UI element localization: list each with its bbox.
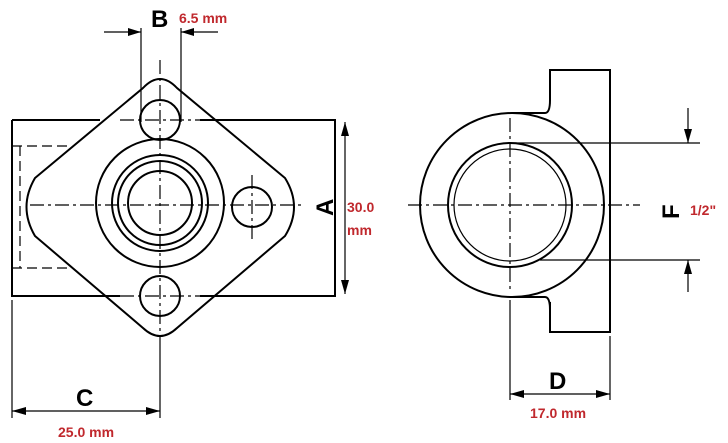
diamond-flange	[25, 78, 295, 337]
front-view: B 6.5 mm A 30.0 mm C 25.0 mm	[11, 6, 374, 440]
label-a: A	[312, 199, 339, 216]
label-c: C	[76, 385, 93, 412]
dim-d-value: 17.0 mm	[530, 405, 586, 421]
dim-b-value: 6.5 mm	[179, 10, 227, 26]
dim-d-arrow-right	[596, 390, 610, 398]
dim-c-arrow-left	[12, 407, 26, 415]
dim-a-value-line2: mm	[347, 222, 372, 238]
dim-c-arrow-right	[146, 407, 160, 415]
dim-a-arrow-bottom	[341, 280, 349, 294]
fillet-top	[512, 99, 551, 114]
dim-c-value: 25.0 mm	[58, 424, 114, 440]
dim-b-arrow-right	[181, 28, 194, 36]
dim-b-arrow-left	[128, 28, 141, 36]
label-d: D	[549, 368, 566, 395]
fillet-bottom	[512, 296, 551, 311]
flange-block	[549, 69, 611, 333]
dim-f-value: 1/2"	[690, 202, 716, 218]
label-b: B	[151, 6, 168, 33]
dim-f-arrow-bottom	[684, 260, 692, 274]
dim-f-arrow-top	[684, 129, 692, 143]
dim-a-arrow-top	[341, 122, 349, 136]
body-outline-left	[11, 119, 336, 297]
side-view: F 1/2" D 17.0 mm	[408, 69, 716, 421]
hidden-bore-left	[12, 145, 70, 269]
dim-a-value-line1: 30.0	[347, 199, 374, 215]
label-f: F	[658, 204, 685, 219]
dim-d-arrow-left	[510, 390, 524, 398]
